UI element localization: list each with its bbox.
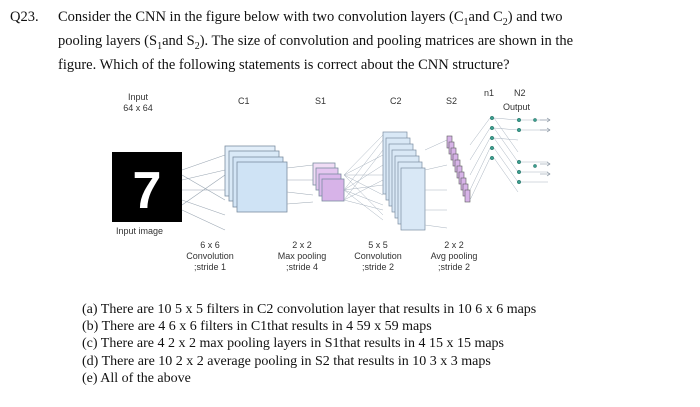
s2-label: S2: [446, 96, 458, 106]
question-text: Consider the CNN in the figure below wit…: [58, 8, 688, 75]
connections-fc: [469, 117, 548, 201]
s1-label: S1: [315, 96, 327, 106]
s2-feature-maps: [446, 135, 471, 203]
output-label: Output: [503, 102, 531, 112]
option-a[interactable]: (a) There are 10 5 x 5 filters in C2 con…: [82, 302, 537, 317]
option-e[interactable]: (e) All of the above: [82, 370, 191, 386]
connections-c1-s1: [286, 164, 314, 205]
question-line-2: pooling layers (S1and S2). The size of c…: [58, 32, 574, 52]
cnn-diagram: 7: [112, 115, 551, 231]
input-image-label: Input image: [116, 226, 164, 236]
option-c[interactable]: (c) There are 4 2 x 2 max pooling layers…: [82, 336, 504, 352]
option-b[interactable]: (b) There are 4 6 x 6 filters in C1that …: [82, 319, 432, 335]
cnn-figure: 7: [0, 80, 700, 285]
n1-label: n1: [484, 88, 495, 98]
answer-options: (a) There are 10 5 x 5 filters in C2 con…: [82, 301, 536, 387]
option-d[interactable]: (d) There are 10 2 x 2 average pooling i…: [82, 353, 491, 369]
c2-label: C2: [390, 96, 402, 106]
question-number: Q23.: [10, 9, 39, 25]
fc-neurons: [489, 115, 537, 185]
n2-label: N2: [514, 88, 526, 98]
c1-feature-maps: [224, 145, 288, 213]
connections-input-c1: [181, 154, 226, 231]
connections-s1-c2: [343, 134, 384, 221]
c2-feature-maps: [382, 131, 426, 231]
question-line-1: Consider the CNN in the figure below wit…: [58, 9, 563, 28]
output-arrows: [540, 117, 551, 177]
s1-feature-maps: [312, 162, 345, 202]
input-digit: 7: [133, 162, 162, 220]
question-line-3: figure. Which of the following statement…: [58, 56, 510, 73]
c1-label: C1: [238, 96, 250, 106]
input-image-box: [112, 152, 182, 222]
connections-c2-s2: [424, 139, 448, 229]
